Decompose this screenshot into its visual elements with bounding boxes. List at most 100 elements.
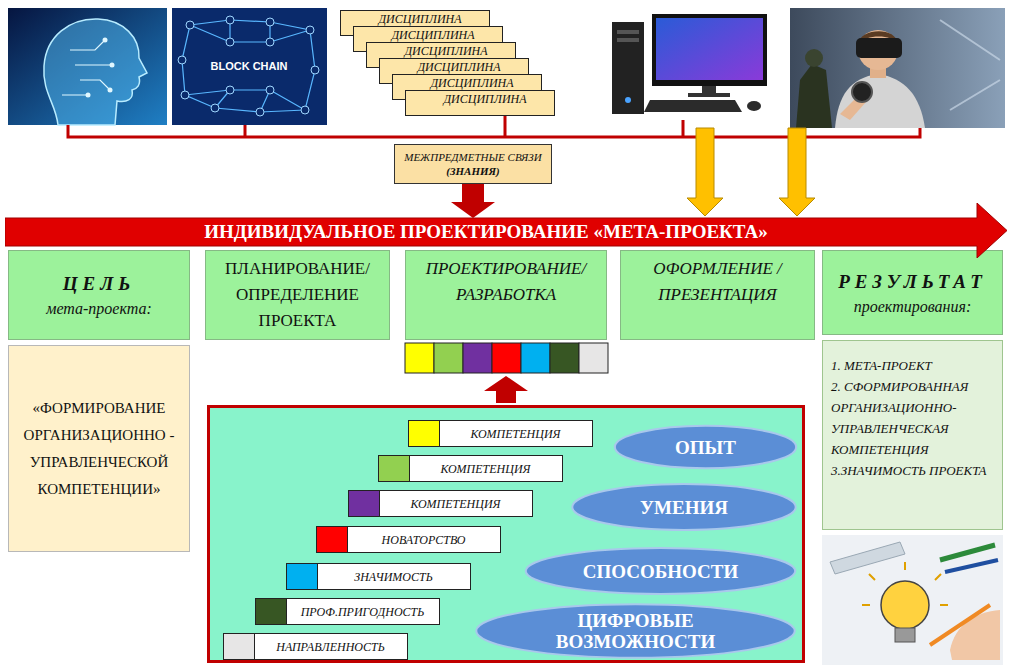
- node-text: ЦЕЛЬ: [63, 270, 136, 298]
- blockchain-picture-part: [301, 106, 309, 114]
- blockchain-picture-part: [266, 18, 274, 26]
- goal-text-box: «ФОРМИРОВАНИЕ ОРГАНИЗАЦИОННО - УПРАВЛЕНЧ…: [8, 345, 190, 552]
- color-strip: [405, 343, 608, 373]
- node-text: 3.ЗНАЧИМОСТЬ ПРОЕКТА: [831, 460, 994, 481]
- node-text: КОМПЕТЕНЦИЯ: [441, 462, 531, 476]
- up-arrow-part: [484, 376, 528, 403]
- blockchain-picture-part: [186, 21, 194, 29]
- node-text: ДИСЦИПЛИНА: [394, 60, 524, 74]
- computer-picture-part: [644, 100, 742, 112]
- computer-picture-part: [625, 97, 631, 103]
- process-band: ИНДИВИДУАЛЬНОЕ ПРОЕКТИРОВАНИЕ «МЕТА-ПРОЕ…: [5, 203, 1007, 258]
- node-text: ОФОРМЛЕНИЕ / ПРЕЗЕНТАЦИЯ: [648, 256, 788, 308]
- criterion-box: НОВАТОРСТВО: [316, 526, 501, 553]
- ai-head-picture-part: [44, 19, 147, 125]
- skill-ellipse: ЦИФРОВЫЕ ВОЗМОЖНОСТИ: [473, 602, 798, 660]
- lightbulb-picture-part: [945, 560, 998, 572]
- ai-head-picture-part: [8, 8, 167, 125]
- lightbulb-picture: [822, 535, 1003, 665]
- color-square: [317, 527, 348, 552]
- skill-ellipse: ОПЫТ: [613, 424, 798, 470]
- ai-head-picture-part: [110, 63, 115, 68]
- blockchain-picture-part: [311, 66, 319, 74]
- vr-user-picture-part: [852, 82, 872, 102]
- node-text: ДИСЦИПЛИНА: [368, 28, 498, 42]
- node-text: ПРОФ.ПРИГОДНОСТЬ: [301, 605, 425, 619]
- node-text: ДИСЦИПЛИНА: [381, 44, 511, 58]
- color-square: [379, 456, 410, 481]
- ai-head-picture: [8, 8, 167, 125]
- vr-user-picture-part: [790, 8, 1005, 128]
- color-square: [287, 564, 318, 589]
- node-text: РЕЗУЛЬТАТ: [838, 268, 987, 296]
- ai-head-picture-part: [103, 38, 108, 43]
- node-text: СПОСОБНОСТИ: [583, 561, 739, 582]
- vr-user-picture-part: [835, 74, 925, 128]
- vr-user-picture-part: [796, 64, 832, 128]
- node-text: КОМПЕТЕНЦИЯ: [471, 427, 561, 441]
- node-text: ЗНАЧИМОСТЬ: [354, 570, 433, 584]
- criterion-box: КОМПЕТЕНЦИЯ: [348, 490, 533, 517]
- vr-user-picture-part: [805, 49, 823, 67]
- lightbulb-picture-part: [950, 610, 1000, 660]
- picture-label: BLOCK CHAIN: [205, 58, 293, 74]
- node-text: НАПРАВЛЕННОСТЬ: [276, 640, 385, 654]
- input-arrow-part: [779, 128, 815, 216]
- computer-picture-part: [747, 101, 761, 111]
- skill-ellipse: УМЕНИЯ: [570, 482, 798, 532]
- blockchain-picture: [172, 8, 327, 125]
- ai-head-picture-part: [108, 88, 113, 93]
- computer-picture-part: [656, 18, 763, 80]
- computer-picture-part: [652, 14, 767, 86]
- ai-head-picture-part: [86, 93, 91, 98]
- computer-picture-part: [688, 93, 730, 97]
- discipline-box: ДИСЦИПЛИНА: [405, 90, 555, 116]
- color-square: [256, 599, 287, 624]
- color-strip-part: [579, 343, 608, 373]
- blockchain-picture-part: [226, 86, 234, 94]
- node-text: ИНДИВИДУАЛЬНОЕ ПРОЕКТИРОВАНИЕ «МЕТА-ПРОЕ…: [5, 218, 967, 246]
- lightbulb-picture-part: [895, 628, 915, 642]
- node-text: ОПЫТ: [675, 437, 736, 458]
- color-strip-part: [463, 343, 492, 373]
- ellipse-outline: [476, 604, 795, 657]
- lightbulb-picture-part: [881, 581, 929, 629]
- blockchain-picture-part: [185, 20, 310, 112]
- node-text: мета-проекта:: [46, 298, 152, 320]
- node-text: МЕЖПРЕДМЕТНЫЕ СВЯЗИ: [404, 150, 542, 164]
- ellipse-outline: [526, 548, 796, 594]
- criterion-box: НАПРАВЛЕННОСТЬ: [223, 633, 408, 660]
- color-square: [409, 421, 440, 446]
- stage-box: ОФОРМЛЕНИЕ / ПРЕЗЕНТАЦИЯ: [620, 250, 815, 340]
- computer-picture-part: [617, 38, 639, 42]
- block-arrow: [451, 184, 495, 218]
- node-text: 1. МЕТА-ПРОЕКТ: [831, 355, 994, 376]
- lightbulb-picture-part: [862, 562, 948, 605]
- color-square: [349, 491, 380, 516]
- lightbulb-picture-part: [940, 545, 995, 560]
- ellipse-outline: [615, 426, 796, 468]
- node-text: УМЕНИЯ: [640, 497, 728, 518]
- skill-ellipse: СПОСОБНОСТИ: [523, 546, 798, 596]
- vr-user-picture: [790, 8, 1005, 128]
- blockchain-picture-part: [266, 38, 274, 46]
- node-text: ЦИФРОВЫЕ ВОЗМОЖНОСТИ: [551, 610, 721, 652]
- color-strip-part: [550, 343, 579, 373]
- up-arrow: [484, 376, 528, 403]
- stage-box: ПРОЕКТИРОВАНИЕ/ РАЗРАБОТКА: [405, 250, 607, 340]
- blockchain-picture-part: [226, 16, 234, 24]
- blockchain-picture-part: [266, 86, 274, 94]
- node-text: ДИСЦИПЛИНА: [355, 12, 485, 26]
- result-list-box: 1. МЕТА-ПРОЕКТ2. СФОРМИРОВАННАЯ ОРГАНИЗА…: [822, 340, 1003, 530]
- blockchain-picture-part: [181, 91, 189, 99]
- node-text: НОВАТОРСТВО: [382, 533, 466, 547]
- competence-panel: КОМПЕТЕНЦИЯ КОМПЕТЕНЦИЯ КОМПЕТЕНЦИЯ НОВАТОР…: [207, 405, 805, 663]
- blockchain-picture-part: [211, 104, 219, 112]
- node-text: ДИСЦИПЛИНА: [420, 92, 550, 106]
- blockchain-picture-part: [182, 20, 315, 112]
- goal-header-box: ЦЕЛЬмета-проекта:: [8, 250, 190, 340]
- color-strip-part: [434, 343, 463, 373]
- blockchain-picture-part: [172, 8, 327, 125]
